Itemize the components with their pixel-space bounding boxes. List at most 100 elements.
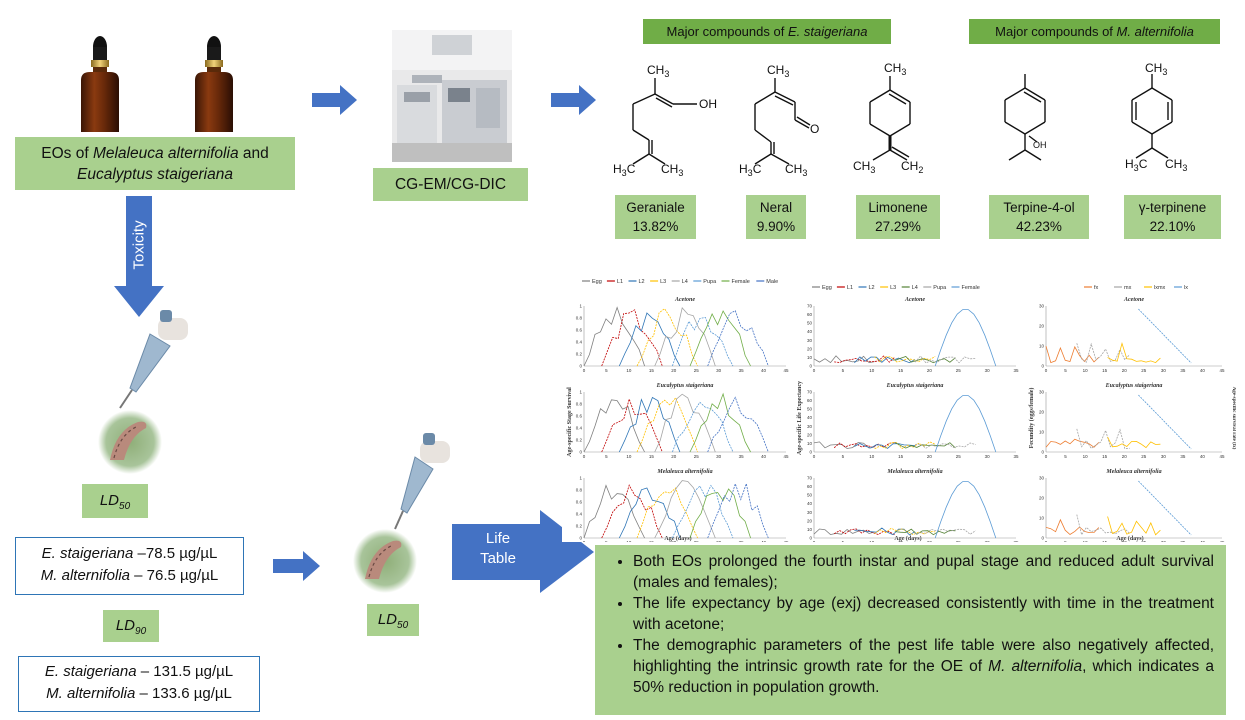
compound-gamma-terpinene: γ-terpinene 22.10% <box>1124 195 1221 239</box>
compound-pct: 22.10% <box>1149 219 1196 234</box>
es-compounds-header: Major compounds of E. staigeriana <box>643 19 891 44</box>
x-tick-label: 15 <box>1102 368 1108 373</box>
ld-text: LD <box>115 617 136 634</box>
x-tick-label: 35 <box>739 368 745 373</box>
finding-2: The life expectancy by age (exj) decreas… <box>633 593 1214 635</box>
legend-label: Female <box>732 279 750 285</box>
y-tick-label: 10 <box>1039 516 1045 521</box>
series-line <box>813 355 875 364</box>
y-tick-label: 40 <box>807 329 813 334</box>
arrow-to-larva <box>273 551 320 581</box>
ld50-label-left: LD50 <box>82 484 148 518</box>
x-tick-label: 40 <box>761 368 767 373</box>
chart-ylabel: Age-specific Stage Survival <box>567 387 573 457</box>
series-line <box>654 307 716 367</box>
y-tick-label: 0.2 <box>576 524 583 529</box>
y-tick-label: 30 <box>1039 390 1045 395</box>
legend-label: L4 <box>912 285 918 291</box>
x-tick-label: 20 <box>671 454 677 459</box>
subplot-title: Acetone <box>674 297 695 303</box>
eos-species-2: Eucalyptus staigeriana <box>77 166 233 183</box>
subplot: Melaleuca alternifolia00.20.40.60.810510… <box>576 469 789 542</box>
finding-3: The demographic parameters of the pest l… <box>633 635 1214 698</box>
y-tick-label: 0.6 <box>576 328 583 333</box>
subplot-title: Melaleuca alternifolia <box>1105 469 1161 475</box>
x-tick-label: 10 <box>869 454 875 459</box>
x-tick-label: 20 <box>927 368 933 373</box>
ld-subscript: 50 <box>119 501 131 512</box>
y-tick-label: 70 <box>807 304 813 309</box>
es-header-species: E. staigeriana <box>787 24 868 39</box>
x-tick-label: 30 <box>985 368 991 373</box>
series-line <box>601 397 663 453</box>
pipette-larva-middle <box>353 433 450 593</box>
y-tick-label: 0.6 <box>576 500 583 505</box>
series-line <box>1076 514 1130 536</box>
y-tick-label: 0.6 <box>576 414 583 419</box>
ld50-label-middle: LD50 <box>367 604 419 636</box>
instrument-label-box: CG-EM/CG-DIC <box>373 168 528 201</box>
y-tick-label: 10 <box>807 441 813 446</box>
legend-label: Female <box>962 285 980 291</box>
series-line <box>583 484 645 539</box>
x-tick-label: 0 <box>813 368 816 373</box>
series-line <box>636 397 698 453</box>
y-tick-label: 20 <box>1039 410 1045 415</box>
x-tick-label: 35 <box>1013 454 1019 459</box>
y-tick-label: 0.4 <box>576 426 583 431</box>
series-line <box>934 395 997 453</box>
x-tick-label: 5 <box>842 368 845 373</box>
x-tick-label: 30 <box>985 454 991 459</box>
y-tick-label: 20 <box>1039 324 1045 329</box>
series-line <box>1107 436 1161 449</box>
instrument-label: CG-EM/CG-DIC <box>394 176 507 193</box>
series-line <box>834 355 896 363</box>
pipette-larva-left <box>98 310 188 474</box>
ld50-es-line: E. staigeriana –78.5 µg/µL <box>16 543 243 565</box>
x-tick-label: 0 <box>583 368 586 373</box>
subplot-title: Acetone <box>904 297 925 303</box>
finding-3-text-end: , which indicates a 50% reduction in pop… <box>633 658 1214 696</box>
x-tick-label: 5 <box>605 454 608 459</box>
y-tick-label: 0.8 <box>576 316 583 321</box>
y-tick-label: 20 <box>807 518 813 523</box>
x-tick-label: 10 <box>1083 368 1089 373</box>
essential-oils-box: EOs of Melaleuca alternifolia and Eucaly… <box>15 137 295 190</box>
life-table-label: Life Table <box>458 529 538 569</box>
y-tick-label: 60 <box>807 398 813 403</box>
y-tick-label: 30 <box>807 338 813 343</box>
eos-species-1: Melaleuca alternifolia <box>92 145 239 162</box>
x-tick-label: 45 <box>1219 540 1225 542</box>
subplot-title: Acetone <box>1123 297 1144 303</box>
y-tick-label: 30 <box>807 510 813 515</box>
arrow-to-compounds <box>551 85 596 115</box>
y-tick-label: 30 <box>1039 476 1045 481</box>
essential-oil-bottles <box>81 36 233 132</box>
y-tick-label: 0 <box>1041 364 1044 369</box>
x-tick-label: 30 <box>716 540 722 542</box>
y-tick-label: 50 <box>807 493 813 498</box>
ld-subscript: 50 <box>397 620 409 631</box>
subplot-title: Eucalyptus staigeriana <box>886 383 944 389</box>
series-line <box>914 528 976 535</box>
chart-ylabel-2: Age-specific survival rate (lx) <box>1231 387 1236 450</box>
ma-header-species: M. alternifolia <box>1116 24 1194 39</box>
legend-label: L3 <box>890 285 896 291</box>
legend-label: L2 <box>869 285 875 291</box>
series-line <box>813 441 875 449</box>
y-tick-label: 0 <box>809 364 812 369</box>
x-tick-label: 45 <box>783 368 789 373</box>
x-tick-label: 25 <box>1141 540 1147 542</box>
compound-pct: 9.90% <box>756 219 796 234</box>
series-line <box>636 487 698 539</box>
chart-ylabel: Fecundity (eggs/female) <box>1028 388 1035 449</box>
x-tick-label: 45 <box>1219 368 1225 373</box>
x-tick-label: 0 <box>1045 454 1048 459</box>
pipette-icon <box>119 310 188 409</box>
ld90-label: LD90 <box>103 610 159 642</box>
y-tick-label: 20 <box>807 346 813 351</box>
